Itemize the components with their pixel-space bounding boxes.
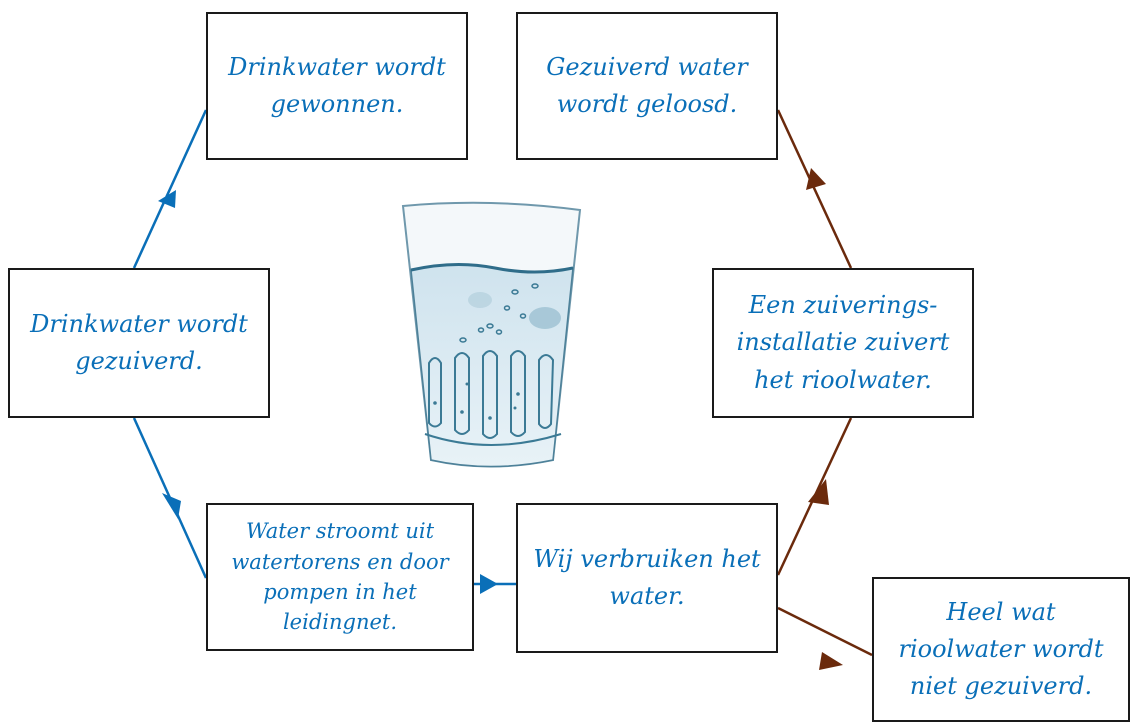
arrowhead-zuivering-to-geloosd — [806, 168, 826, 190]
water-glass-icon — [401, 201, 582, 468]
node-text-line: Wij verbruiken het — [533, 544, 761, 573]
arrowhead-gezuiverd-to-watertorens — [162, 493, 181, 519]
arrowhead-watertorens-to-verbruiken — [480, 574, 498, 594]
arrowhead-verbruiken-to-zuivering — [808, 479, 829, 505]
node-text-line: Drinkwater wordt — [228, 52, 446, 81]
node-text-line: Een zuiverings- — [748, 291, 938, 320]
node-text-line: gewonnen. — [270, 90, 404, 118]
node-text-line: gezuiverd. — [75, 347, 203, 375]
node-drinkwater-gezuiverd: Drinkwater wordt gezuiverd. — [8, 268, 270, 418]
node-gezuiverd-geloosd: Gezuiverd water wordt geloosd. — [516, 12, 778, 160]
node-verbruiken: Wij verbruiken het water. — [516, 503, 778, 653]
node-text-line: watertorens en door — [231, 549, 449, 574]
node-text-line: Water stroomt uit — [245, 519, 435, 544]
node-text-line: installatie zuivert — [736, 328, 950, 357]
arrowhead-verbruiken-to-niet-gezuiverd — [819, 652, 843, 670]
arrow-verbruiken-to-niet-gezuiverd — [777, 606, 873, 657]
node-niet-gezuiverd: Heel wat rioolwater wordt niet gezuiverd… — [872, 577, 1130, 722]
node-zuiveringsinstallatie: Een zuiverings- installatie zuivert het … — [712, 268, 974, 418]
arrow-gewonnen-to-gezuiverd — [132, 109, 208, 269]
node-text-line: water. — [609, 582, 685, 610]
arrowhead-gewonnen-to-gezuiverd — [158, 190, 176, 208]
node-text-line: Drinkwater wordt — [30, 309, 248, 338]
node-text-line: leidingnet. — [282, 610, 398, 635]
node-text-line: het rioolwater. — [754, 365, 932, 394]
node-watertorens: Water stroomt uit watertorens en door po… — [206, 503, 474, 651]
node-text-line: wordt geloosd. — [556, 90, 738, 118]
node-drinkwater-gewonnen: Drinkwater wordt gewonnen. — [206, 12, 468, 160]
node-text-line: Heel wat — [946, 597, 1056, 626]
node-text-line: rioolwater wordt — [898, 634, 1104, 663]
node-text-line: pompen in het — [263, 580, 417, 604]
node-text-line: niet gezuiverd. — [909, 672, 1093, 701]
node-text-line: Gezuiverd water — [546, 52, 748, 81]
arrow-zuivering-to-geloosd — [776, 109, 853, 269]
